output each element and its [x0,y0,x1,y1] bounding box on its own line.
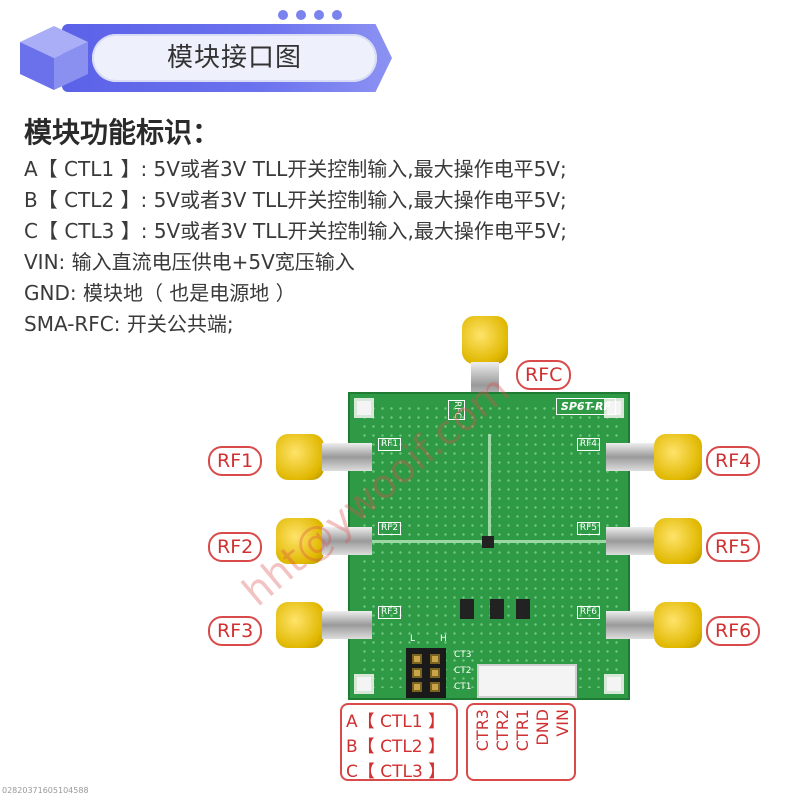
mount-hole [354,674,374,694]
info-line-vin: VIN: 输入直流电压供电+5V宽压输入 [24,250,355,274]
label-ctr3: CTR3 [473,709,492,752]
label-dnd: DND [533,709,552,746]
silk-rf4: RF4 [576,438,600,451]
info-line-gnd: GND: 模块地（ 也是电源地 ） [24,281,296,305]
silk-l: L [410,634,416,644]
info-line-ctl3: C【 CTL3 】: 5V或者3V TLL开关控制输入,最大操作电平5V; [24,219,567,243]
pcb-board: SP6T-RF RFC RF1 RF2 RF3 RF4 RF5 RF6 L H … [348,392,630,700]
function-description: 模块功能标识： A【 CTL1 】: 5V或者3V TLL开关控制输入,最大操作… [24,112,784,340]
label-rf2: RF2 [208,532,263,562]
info-line-sma: SMA-RFC: 开关公共端; [24,312,234,336]
silk-rfc: RFC [448,400,465,420]
sma-connector-rf6 [606,602,702,648]
silk-rf2: RF2 [378,522,402,535]
label-ctl1: A【 CTL1 】 [346,712,445,732]
sma-connector-rf2 [276,518,372,564]
cube-icon [20,26,88,90]
info-line-ctl1: A【 CTL1 】: 5V或者3V TLL开关控制输入,最大操作电平5V; [24,157,567,181]
decorative-dots [278,10,342,20]
info-line-ctl2: B【 CTL2 】: 5V或者3V TLL开关控制输入,最大操作电平5V; [24,188,567,212]
control-pin-header [406,648,446,698]
silk-ct3: CT3 [454,650,472,660]
power-pin-labels: VIN DND CTR1 CTR2 CTR3 [466,703,576,781]
section-heading: 模块功能标识： [24,116,221,149]
label-ctl2: B【 CTL2 】 [346,737,446,757]
switch-ic [482,536,494,548]
image-id-text: 02820371605104588 [2,786,89,795]
silk-h: H [440,634,447,644]
silk-ct1: CT1 [454,682,472,692]
label-ctr2: CTR2 [493,709,512,752]
label-ctl3: C【 CTL3 】 [346,762,446,782]
sma-connector-rf4 [606,434,702,480]
header-banner: 模块接口图 [0,0,800,110]
label-rf4: RF4 [706,446,761,476]
label-rfc: RFC [516,360,572,390]
label-rf6: RF6 [706,616,761,646]
power-connector [477,664,577,698]
silk-rf1: RF1 [378,438,402,451]
label-ctr1: CTR1 [513,709,532,752]
sma-connector-rf5 [606,518,702,564]
mount-hole [354,398,374,418]
control-labels: A【 CTL1 】 B【 CTL2 】 C【 CTL3 】 [340,703,458,782]
sma-connector-rf1 [276,434,372,480]
page-title: 模块接口图 [166,43,302,73]
silk-rf5: RF5 [576,522,600,535]
label-vin: VIN [553,709,572,737]
label-rf3: RF3 [208,616,263,646]
mount-hole [604,674,624,694]
mount-hole [604,398,624,418]
banner-title-pill [92,34,377,82]
board-title: SP6T-RF [555,398,616,415]
label-rf5: RF5 [706,532,761,562]
silk-rf6: RF6 [576,606,600,619]
sma-connector-rf3 [276,602,372,648]
silk-rf3: RF3 [378,606,402,619]
label-rf1: RF1 [208,446,263,476]
silk-ct2: CT2 [454,666,472,676]
